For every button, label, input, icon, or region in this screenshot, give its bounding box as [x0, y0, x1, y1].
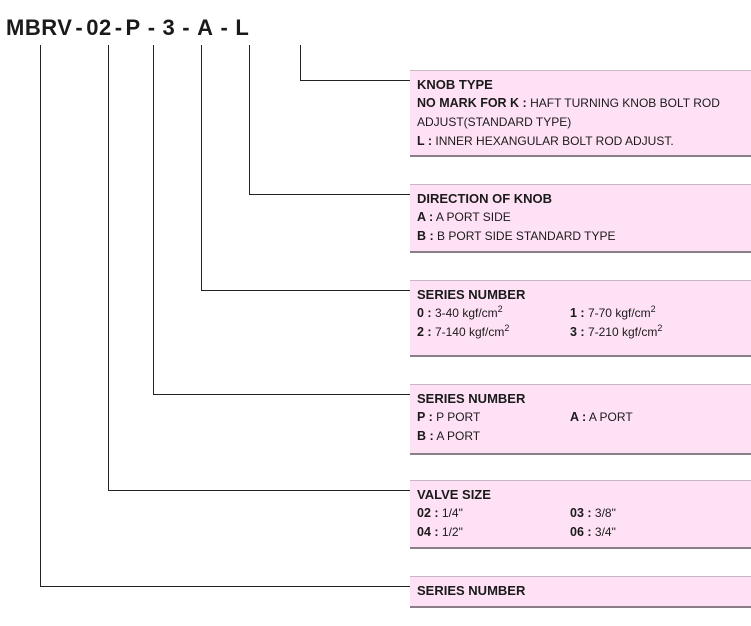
size-option: 04 : 1/2": [417, 523, 570, 542]
unit-base: kgf/cm: [468, 325, 505, 339]
port-option: P : P PORT: [417, 408, 570, 427]
box-title: SERIES NUMBER: [417, 391, 526, 406]
option-key: 03 :: [570, 506, 592, 520]
option-key: L :: [417, 134, 433, 148]
port-option: A : A PORT: [570, 408, 745, 427]
knob-type-row-l: L : INNER HEXANGULAR BOLT ROD ADJUST.: [417, 132, 745, 151]
valve-size-grid: 02 : 1/4" 03 : 3/8" 04 : 1/2" 06 : 3/4": [417, 504, 745, 542]
option-value: A PORT: [436, 429, 481, 443]
option-value: HAFT TURNING KNOB BOLT ROD ADJUST(STANDA…: [417, 96, 720, 129]
model-code-pressure: 3: [162, 15, 176, 40]
direction-row-b: B : B PORT SIDE STANDARD TYPE: [417, 227, 745, 246]
leader-line-knob-type: [300, 45, 410, 81]
direction-row-a: A : A PORT SIDE: [417, 208, 745, 227]
option-key: NO MARK FOR K :: [417, 96, 527, 110]
model-code-separator: -: [182, 15, 191, 40]
option-key: B :: [417, 429, 434, 443]
box-title: KNOB TYPE: [417, 77, 493, 92]
model-code-separator: -: [114, 15, 123, 40]
knob-type-row-k: NO MARK FOR K : HAFT TURNING KNOB BOLT R…: [417, 94, 745, 132]
option-key: 3 :: [570, 325, 585, 339]
option-value: B PORT SIDE STANDARD TYPE: [437, 229, 616, 243]
option-key: A :: [570, 410, 587, 424]
pressure-option: 0 : 3-40 kgf/cm2: [417, 304, 570, 323]
unit-exponent: 2: [650, 304, 656, 314]
option-key: B :: [417, 229, 434, 243]
model-code-direction: A: [197, 15, 214, 40]
unit-exponent: 2: [497, 304, 503, 314]
leader-line-valve-size: [108, 45, 410, 491]
size-option: 06 : 3/4": [570, 523, 745, 542]
model-code-separator: -: [220, 15, 229, 40]
option-value: 7-70: [587, 306, 612, 320]
box-title: SERIES NUMBER: [417, 287, 526, 302]
box-title: VALVE SIZE: [417, 487, 491, 502]
unit-base: kgf/cm: [615, 306, 651, 320]
option-value: A PORT: [588, 410, 633, 424]
option-key: 0 :: [417, 306, 432, 320]
series-port-grid: P : P PORT A : A PORT B : A PORT: [417, 408, 745, 446]
series-base-box: SERIES NUMBER: [410, 576, 751, 608]
port-option: B : A PORT: [417, 427, 570, 446]
option-value: 3/4": [594, 525, 616, 539]
size-option: 03 : 3/8": [570, 504, 745, 523]
model-code-port: P: [125, 15, 141, 40]
box-title: SERIES NUMBER: [417, 583, 526, 598]
option-key: P :: [417, 410, 433, 424]
series-pressure-grid: 0 : 3-40 kgf/cm2 1 : 7-70 kgf/cm2 2 : 7-…: [417, 304, 745, 342]
option-value: 1/2": [441, 525, 463, 539]
leader-line-series-base: [40, 45, 410, 587]
unit-base: kgf/cm: [462, 306, 498, 320]
option-value: P PORT: [436, 410, 481, 424]
leader-line-direction: [249, 45, 410, 195]
option-key: 02 :: [417, 506, 439, 520]
model-code-separator: -: [75, 15, 84, 40]
box-title: DIRECTION OF KNOB: [417, 191, 553, 206]
size-option: 02 : 1/4": [417, 504, 570, 523]
direction-box: DIRECTION OF KNOB A : A PORT SIDE B : B …: [410, 184, 751, 253]
option-value: 7-140: [434, 325, 466, 339]
unit-exponent: 2: [504, 323, 510, 333]
option-key: 2 :: [417, 325, 432, 339]
model-code: MBRV-02-P-3-A-L: [6, 15, 249, 41]
option-key: 1 :: [570, 306, 585, 320]
leader-line-series-pressure: [201, 45, 410, 291]
series-port-box: SERIES NUMBER P : P PORT A : A PORT B : …: [410, 384, 751, 455]
pressure-option: 3 : 7-210 kgf/cm2: [570, 323, 745, 342]
model-code-series: MBRV: [6, 15, 73, 40]
series-pressure-box: SERIES NUMBER 0 : 3-40 kgf/cm2 1 : 7-70 …: [410, 280, 751, 357]
unit-base: kgf/cm: [621, 325, 658, 339]
knob-type-box: KNOB TYPE NO MARK FOR K : HAFT TURNING K…: [410, 70, 751, 157]
option-value: INNER HEXANGULAR BOLT ROD ADJUST.: [435, 134, 674, 148]
model-code-size: 02: [86, 15, 112, 40]
unit-exponent: 2: [657, 323, 663, 333]
option-value: 3-40: [434, 306, 459, 320]
model-code-knob: L: [235, 15, 250, 40]
option-value: 1/4": [441, 506, 463, 520]
option-value: A PORT SIDE: [435, 210, 511, 224]
pressure-option: 2 : 7-140 kgf/cm2: [417, 323, 570, 342]
pressure-option: 1 : 7-70 kgf/cm2: [570, 304, 745, 323]
option-key: A :: [417, 210, 434, 224]
option-key: 04 :: [417, 525, 439, 539]
model-code-separator: -: [147, 15, 156, 40]
option-value: 3/8": [594, 506, 616, 520]
valve-size-box: VALVE SIZE 02 : 1/4" 03 : 3/8" 04 : 1/2"…: [410, 480, 751, 549]
option-value: 7-210: [587, 325, 619, 339]
leader-line-series-port: [153, 45, 410, 395]
option-key: 06 :: [570, 525, 592, 539]
